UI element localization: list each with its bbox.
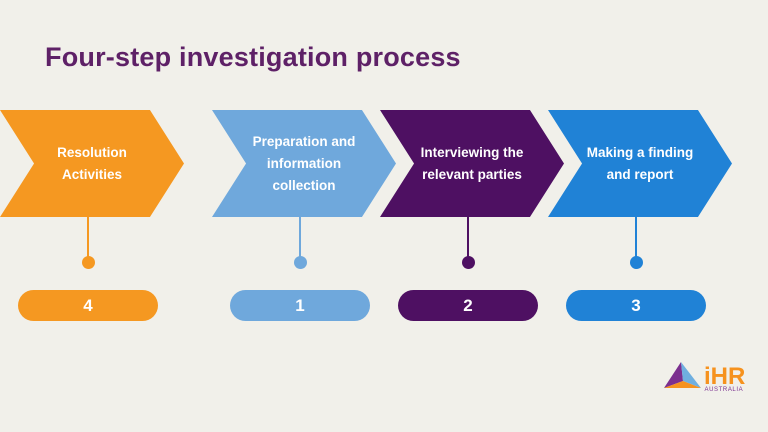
step-label: Interviewing the relevant parties xyxy=(420,144,524,182)
connector-dot xyxy=(81,256,95,269)
step-number: 1 xyxy=(295,295,305,315)
chevron-shape: Preparation and information collection xyxy=(212,110,396,217)
connector-dot xyxy=(293,256,307,269)
chevron-shape: Making a finding and report xyxy=(548,110,732,217)
process-step-1: Preparation and information collection 1 xyxy=(212,110,396,340)
process-step-3: Making a finding and report 3 xyxy=(548,110,732,340)
step-number: 4 xyxy=(83,295,93,315)
connector-line xyxy=(299,217,301,258)
connector-dot xyxy=(461,256,475,269)
step-number-pill: 2 xyxy=(398,290,538,321)
chevron-shape: Interviewing the relevant parties xyxy=(380,110,564,217)
step-label: Preparation and information collection xyxy=(252,133,356,193)
step-number-pill: 4 xyxy=(18,290,158,321)
connector-line xyxy=(635,217,637,258)
chevron-shape: Resolution Activities xyxy=(0,110,184,217)
step-label: Resolution Activities xyxy=(57,144,127,182)
connector-line xyxy=(87,217,89,258)
process-step-2: Interviewing the relevant parties 2 xyxy=(380,110,564,340)
step-number-pill: 3 xyxy=(566,290,706,321)
process-step-4: Resolution Activities 4 xyxy=(0,110,184,340)
connector-line xyxy=(467,217,469,258)
step-number: 2 xyxy=(463,295,473,315)
step-label: Making a finding and report xyxy=(586,144,694,182)
step-number: 3 xyxy=(631,295,641,315)
connector-dot xyxy=(629,256,643,269)
country-text: AUSTRALIA xyxy=(705,387,744,393)
page-title: Four-step investigation process xyxy=(45,42,461,72)
step-number-pill: 1 xyxy=(230,290,370,321)
brand-text: iHR xyxy=(704,363,745,390)
pyramid-icon xyxy=(664,362,701,388)
ihr-australia-logo: iHR AUSTRALIA xyxy=(664,362,745,393)
